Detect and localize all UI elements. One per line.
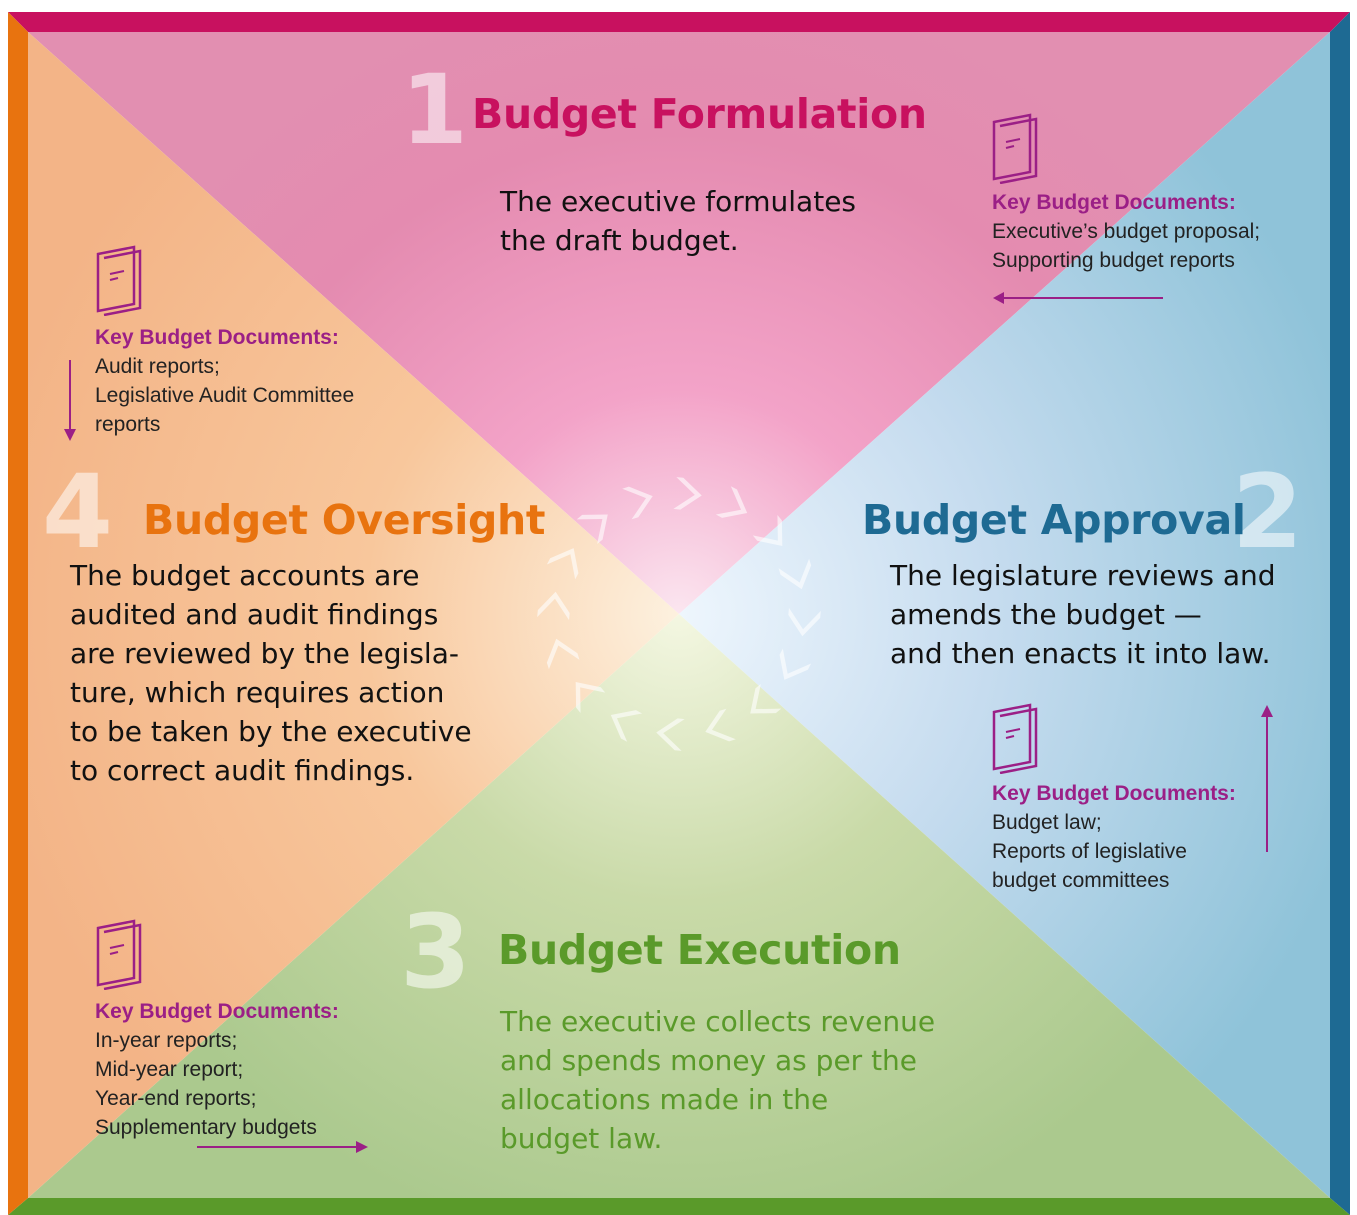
chevron-arrow-icon: [673, 477, 702, 510]
stage-4-documents: Key Budget Documents: Audit reports; Leg…: [95, 326, 355, 436]
chevron-arrow-icon: [546, 548, 579, 580]
stage-4-description: The budget accounts are audited and audi…: [70, 559, 472, 787]
stage-1-title: Budget Formulation: [472, 90, 927, 138]
cycle-chevron-ring: [537, 477, 821, 751]
stage-1-number: 1: [401, 54, 468, 166]
stage-1-documents: Key Budget Documents: Executive’s budget…: [992, 191, 1261, 272]
execution-quadrant: [28, 614, 1330, 1198]
oversight-border: [8, 12, 28, 1215]
book-icon: [96, 245, 142, 316]
stage-2-title: Budget Approval: [862, 496, 1246, 544]
stage-4-title: Budget Oversight: [143, 496, 546, 544]
chevron-arrow-icon: [778, 558, 812, 590]
stage-3-number: 3: [400, 893, 471, 1012]
arrow-icon: [64, 360, 76, 441]
chevron-arrow-icon: [656, 718, 685, 751]
arrow-icon: [197, 1141, 368, 1153]
book-icon: [992, 703, 1038, 774]
chevron-arrow-icon: [752, 514, 783, 546]
stage-2-number: 2: [1232, 453, 1303, 572]
stage-1-description: The executive formulates the draft budge…: [500, 185, 857, 257]
stage-3-description: The executive collects revenue and spend…: [500, 1005, 936, 1155]
chevron-arrow-icon: [750, 683, 782, 714]
approval-border: [1330, 12, 1350, 1215]
arrow-icon: [1261, 705, 1273, 852]
chevron-arrow-icon: [576, 514, 608, 545]
chevron-arrow-icon: [715, 486, 748, 518]
arrow-icon: [993, 292, 1163, 304]
chevron-arrow-icon: [575, 682, 606, 714]
book-icon: [96, 919, 142, 990]
stage-2-documents: Key Budget Documents: Budget law; Report…: [992, 782, 1236, 892]
stage-2-description: The legislature reviews and amends the b…: [890, 559, 1276, 670]
book-icon: [992, 113, 1038, 184]
chevron-arrow-icon: [546, 638, 580, 670]
stage-4-number: 4: [42, 453, 113, 572]
approval-quadrant: [679, 32, 1330, 1198]
chevron-arrow-icon: [788, 607, 821, 637]
chevron-arrow-icon: [537, 591, 570, 621]
chevron-arrow-icon: [779, 648, 812, 680]
stage-3-title: Budget Execution: [498, 926, 901, 974]
oversight-quadrant: [28, 32, 679, 1198]
chevron-arrow-icon: [705, 708, 736, 742]
stage-3-documents: Key Budget Documents: In-year reports; M…: [95, 1000, 339, 1139]
chevron-arrow-icon: [622, 486, 653, 520]
chevron-arrow-icon: [610, 710, 643, 742]
formulation-border: [8, 12, 1350, 32]
execution-border: [8, 1198, 1350, 1215]
